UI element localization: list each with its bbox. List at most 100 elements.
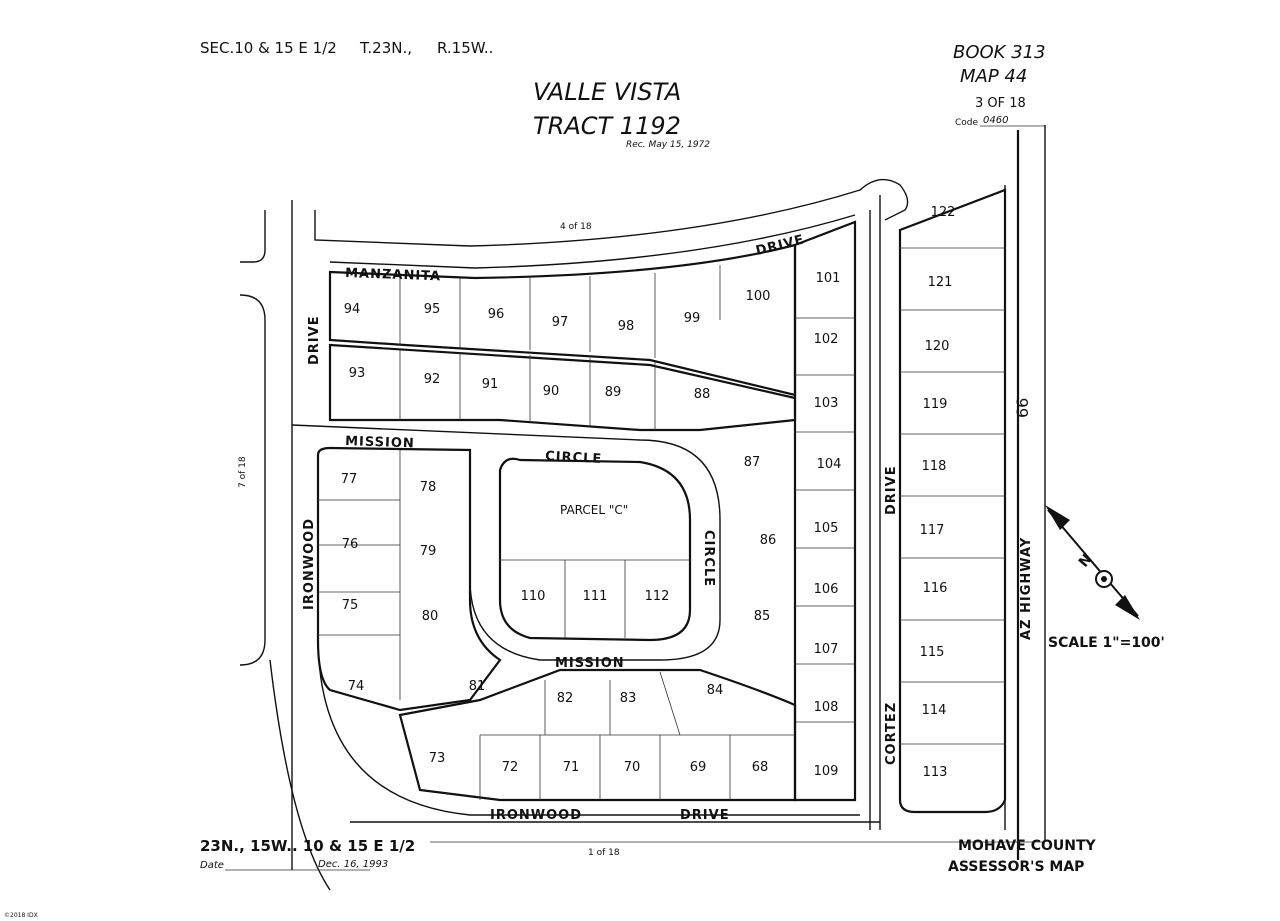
adjacent-sheet-left: 7 of 18	[238, 456, 248, 488]
block-east	[793, 220, 857, 802]
lot-number-76: 76	[342, 537, 359, 552]
lot-number-84: 84	[707, 683, 724, 698]
recorded-date: Rec. May 15, 1972	[626, 140, 710, 150]
title-line-1: VALLE VISTA	[533, 78, 681, 106]
lot-number-100: 100	[746, 289, 771, 304]
street-drive-top: DRIVE	[754, 232, 806, 259]
lot-number-107: 107	[814, 642, 839, 657]
lot-number-94: 94	[344, 302, 361, 317]
left-outer-curve	[269, 659, 331, 891]
lot-number-108: 108	[814, 700, 839, 715]
lot-number-121: 121	[928, 275, 953, 290]
code-value: 0460	[983, 115, 1008, 126]
scale-label: SCALE 1"=100'	[1048, 635, 1165, 651]
lot-number-78: 78	[420, 480, 437, 495]
left-road-edge-top	[240, 210, 266, 263]
lot-number-89: 89	[605, 385, 622, 400]
parcel-c-label: PARCEL "C"	[560, 503, 628, 517]
ironwood-inner-curve	[317, 639, 860, 816]
lot-number-74: 74	[348, 679, 365, 694]
street-circle-right: CIRCLE	[701, 530, 716, 587]
lot-number-82: 82	[557, 691, 574, 706]
lot-number-87: 87	[744, 455, 761, 470]
lot-number-77: 77	[341, 472, 358, 487]
lot-number-68: 68	[752, 760, 769, 775]
manzanita-north-edge	[314, 178, 909, 247]
lot-number-117: 117	[920, 523, 945, 538]
lot-number-110: 110	[521, 589, 546, 604]
lot-number-111: 111	[583, 589, 608, 604]
footer-section: 23N., 15W.. 10 & 15 E 1/2	[200, 837, 415, 855]
block-middle	[328, 343, 797, 432]
street-cortez: CORTEZ	[884, 702, 899, 765]
lot-number-75: 75	[342, 598, 359, 613]
street-manzanita: MANZANITA	[345, 266, 441, 284]
lot-number-120: 120	[925, 339, 950, 354]
lot-number-80: 80	[422, 609, 439, 624]
lot-number-97: 97	[552, 315, 569, 330]
north-arrow-icon: N	[1045, 505, 1140, 620]
footer-tiny: ©2018 IDX	[4, 912, 38, 919]
lot-number-122: 122	[931, 205, 956, 220]
lot-number-70: 70	[624, 760, 641, 775]
lot-number-104: 104	[817, 457, 842, 472]
street-ironwood-left: IRONWOOD	[302, 518, 317, 610]
lot-number-113: 113	[923, 765, 948, 780]
lot-number-72: 72	[502, 760, 519, 775]
lot-number-102: 102	[814, 332, 839, 347]
mission-circle-outer	[291, 424, 721, 661]
manzanita-south-edge	[329, 214, 856, 269]
street-mission-bottom: MISSION	[555, 656, 625, 671]
lot-number-112: 112	[645, 589, 670, 604]
parcel-c-boundary	[498, 457, 692, 642]
book-label: BOOK 313	[953, 42, 1046, 63]
street-drive-cortez: DRIVE	[884, 465, 899, 515]
footer-assessor: ASSESSOR'S MAP	[948, 859, 1084, 875]
lot-number-93: 93	[349, 366, 366, 381]
lot-number-95: 95	[424, 302, 441, 317]
lot-number-115: 115	[920, 645, 945, 660]
lot-number-99: 99	[684, 311, 701, 326]
range-label: R.15W..	[437, 39, 493, 57]
adjacent-sheet-top: 4 of 18	[560, 222, 592, 232]
lot-number-101: 101	[816, 271, 841, 286]
block-south	[398, 668, 797, 802]
block-west	[316, 446, 502, 712]
title-line-2: TRACT 1192	[533, 112, 681, 140]
lot-number-109: 109	[814, 764, 839, 779]
lot-number-114: 114	[922, 703, 947, 718]
lot-number-71: 71	[563, 760, 580, 775]
street-drive-bottom: DRIVE	[680, 808, 730, 823]
lot-number-118: 118	[922, 459, 947, 474]
lot-number-92: 92	[424, 372, 441, 387]
lot-number-85: 85	[754, 609, 771, 624]
footer-date-label: Date	[200, 860, 224, 871]
section-label: SEC.10 & 15 E 1/2	[200, 39, 337, 57]
lot-number-69: 69	[690, 760, 707, 775]
lot-number-91: 91	[482, 377, 499, 392]
sheet-label: 3 OF 18	[975, 96, 1026, 111]
map-label: MAP 44	[960, 66, 1027, 87]
code-label: Code	[955, 118, 979, 128]
lot-number-81: 81	[469, 679, 486, 694]
footer-county: MOHAVE COUNTY	[958, 838, 1097, 854]
street-ironwood-bottom: IRONWOOD	[490, 808, 582, 823]
lot-number-103: 103	[814, 396, 839, 411]
lot-number-90: 90	[543, 384, 560, 399]
lot-number-98: 98	[618, 319, 635, 334]
street-drive-left: DRIVE	[307, 315, 322, 365]
lot-number-119: 119	[923, 397, 948, 412]
block-highway	[898, 188, 1007, 814]
lot-number-73: 73	[429, 751, 446, 766]
lot-number-96: 96	[488, 307, 505, 322]
lot-line	[659, 671, 681, 736]
lot-number-116: 116	[923, 581, 948, 596]
highway-number: 66	[1013, 398, 1032, 418]
adjacent-sheet-bottom: 1 of 18	[588, 848, 620, 858]
street-circle-top: CIRCLE	[545, 449, 603, 467]
left-road-curve	[239, 294, 266, 666]
street-highway: AZ HIGHWAY	[1019, 537, 1034, 640]
lot-number-79: 79	[420, 544, 437, 559]
